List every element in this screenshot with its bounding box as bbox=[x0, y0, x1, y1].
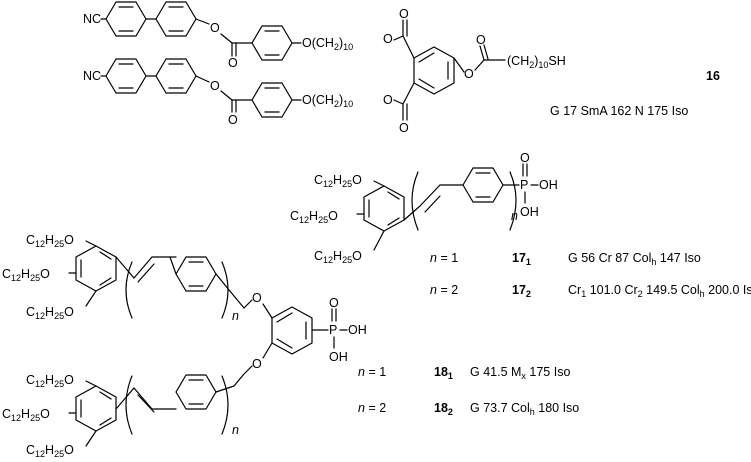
ester-oxygen: O bbox=[210, 79, 220, 93]
thiol-chain: (CH2)10SH bbox=[507, 54, 566, 70]
alkoxy-c12: C12H25O bbox=[26, 233, 74, 249]
phosphorus: P bbox=[520, 178, 528, 192]
compound-18-1-phase-sequence: G 41.5 Mx 175 Iso bbox=[470, 365, 570, 381]
alkoxy-c12-middle: C12H25O bbox=[290, 209, 338, 225]
alkoxy-chain-bottom: O(CH2)10 bbox=[302, 93, 353, 109]
repeat-bracket-close bbox=[221, 375, 229, 435]
compound-18-2-label: 182 bbox=[434, 401, 453, 417]
alkoxy-c12: C12H25O bbox=[26, 305, 74, 321]
compound-17-2-label: 172 bbox=[512, 283, 531, 299]
carbonyl-oxygen: O bbox=[228, 113, 238, 127]
ester-oxygen: O bbox=[383, 32, 393, 46]
nitrile-label-top: NC bbox=[83, 12, 101, 26]
ester-oxygen: O bbox=[383, 93, 393, 107]
ester-oxygen: O bbox=[464, 67, 474, 81]
hydroxyl: OH bbox=[348, 323, 367, 337]
ring-trialkoxyphenyl bbox=[75, 245, 117, 292]
compound-18-2-phase-sequence: G 73.7 Colh 180 Iso bbox=[470, 401, 579, 417]
nitrile-label-bottom: NC bbox=[83, 69, 101, 83]
ring-trialkoxyphenyl bbox=[75, 385, 117, 432]
phosphoryl-oxygen: O bbox=[329, 296, 339, 310]
repeat-unit-n: n bbox=[511, 209, 518, 223]
alkoxy-chain-top: O(CH2)10 bbox=[302, 36, 353, 52]
ring-phenyl bbox=[251, 82, 293, 118]
alkoxy-c12: C12H25O bbox=[2, 267, 50, 283]
carbonyl-oxygen: O bbox=[228, 56, 238, 70]
alkoxy-c12-top: C12H25O bbox=[314, 173, 362, 189]
compound-18-1-label: 181 bbox=[434, 365, 453, 381]
alkoxy-c12: C12H25O bbox=[26, 373, 74, 389]
repeat-bracket-close bbox=[509, 171, 517, 231]
ether-oxygen: O bbox=[252, 291, 262, 305]
compound-17-2-phase-sequence: Cr1 101.0 Cr2 149.5 Colh 200.0 Iso bbox=[568, 283, 751, 299]
hydroxyl: OH bbox=[329, 350, 348, 364]
compound-16-phase-sequence: G 17 SmA 162 N 175 Iso bbox=[550, 104, 688, 118]
repeat-bracket-open bbox=[411, 171, 419, 231]
carbonyl-oxygen: O bbox=[399, 121, 409, 135]
ester-oxygen: O bbox=[210, 21, 220, 35]
ring-phenyl bbox=[155, 58, 197, 94]
compound-17-structure: C12H25O C12H25O C12H25O n P O OH OH bbox=[290, 151, 558, 265]
repeat-bracket-open bbox=[125, 375, 133, 435]
carbonyl-oxygen: O bbox=[476, 33, 486, 47]
n-equals-1-18: n = 1 bbox=[358, 365, 386, 379]
compound-17-1-label: 171 bbox=[512, 251, 531, 267]
ring-phenyl bbox=[105, 58, 147, 94]
repeat-bracket-open bbox=[125, 261, 133, 319]
phosphorus: P bbox=[329, 323, 337, 337]
ether-oxygen: O bbox=[252, 357, 262, 371]
n-equals-2-17: n = 2 bbox=[430, 283, 458, 297]
repeat-bracket-close bbox=[221, 261, 229, 319]
compound-17-1-phase-sequence: G 56 Cr 87 Colh 147 Iso bbox=[568, 251, 701, 267]
n-equals-2-18: n = 2 bbox=[358, 401, 386, 415]
hydroxyl: OH bbox=[539, 178, 558, 192]
repeat-unit-n: n bbox=[232, 423, 239, 437]
compound-16-structure: NC O O O(CH2)10 O O O bbox=[83, 1, 566, 135]
compound-18-structure: C12H25O C12H25O C12H25O n O P bbox=[2, 233, 367, 459]
alkoxy-c12: C12H25O bbox=[2, 407, 50, 423]
carbonyl-oxygen: O bbox=[399, 7, 409, 21]
n-equals-1-17: n = 1 bbox=[430, 251, 458, 265]
hydroxyl: OH bbox=[520, 205, 539, 219]
compound-16-label: 16 bbox=[706, 69, 720, 83]
alkoxy-c12-bottom: C12H25O bbox=[314, 249, 362, 265]
repeat-unit-n: n bbox=[232, 309, 239, 323]
alkoxy-c12: C12H25O bbox=[26, 443, 74, 459]
ring-trialkoxyphenyl bbox=[363, 185, 405, 232]
phosphoryl-oxygen: O bbox=[520, 151, 530, 165]
